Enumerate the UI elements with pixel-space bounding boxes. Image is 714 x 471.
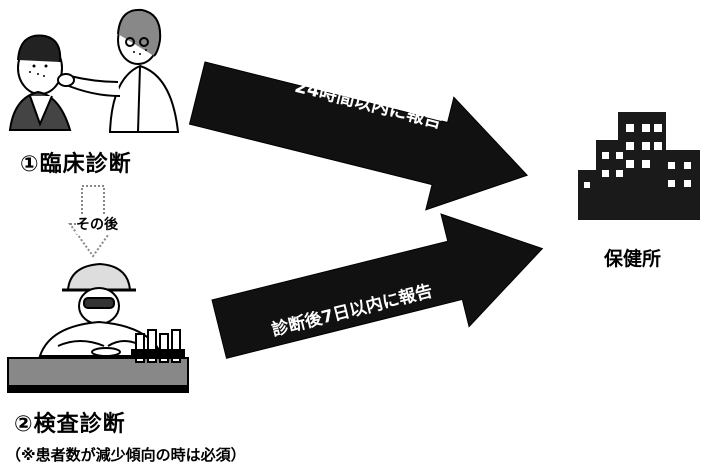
step1-label: ①臨床診断 xyxy=(20,152,132,177)
report-arrow-1 xyxy=(188,61,529,211)
then-label: その後 xyxy=(76,214,118,234)
report-arrow-2 xyxy=(211,213,544,359)
step2-note: （※患者数が減少傾向の時は必須） xyxy=(6,446,246,464)
destination-label: 保健所 xyxy=(604,248,662,270)
step2-label: ②検査診断 xyxy=(14,412,126,437)
